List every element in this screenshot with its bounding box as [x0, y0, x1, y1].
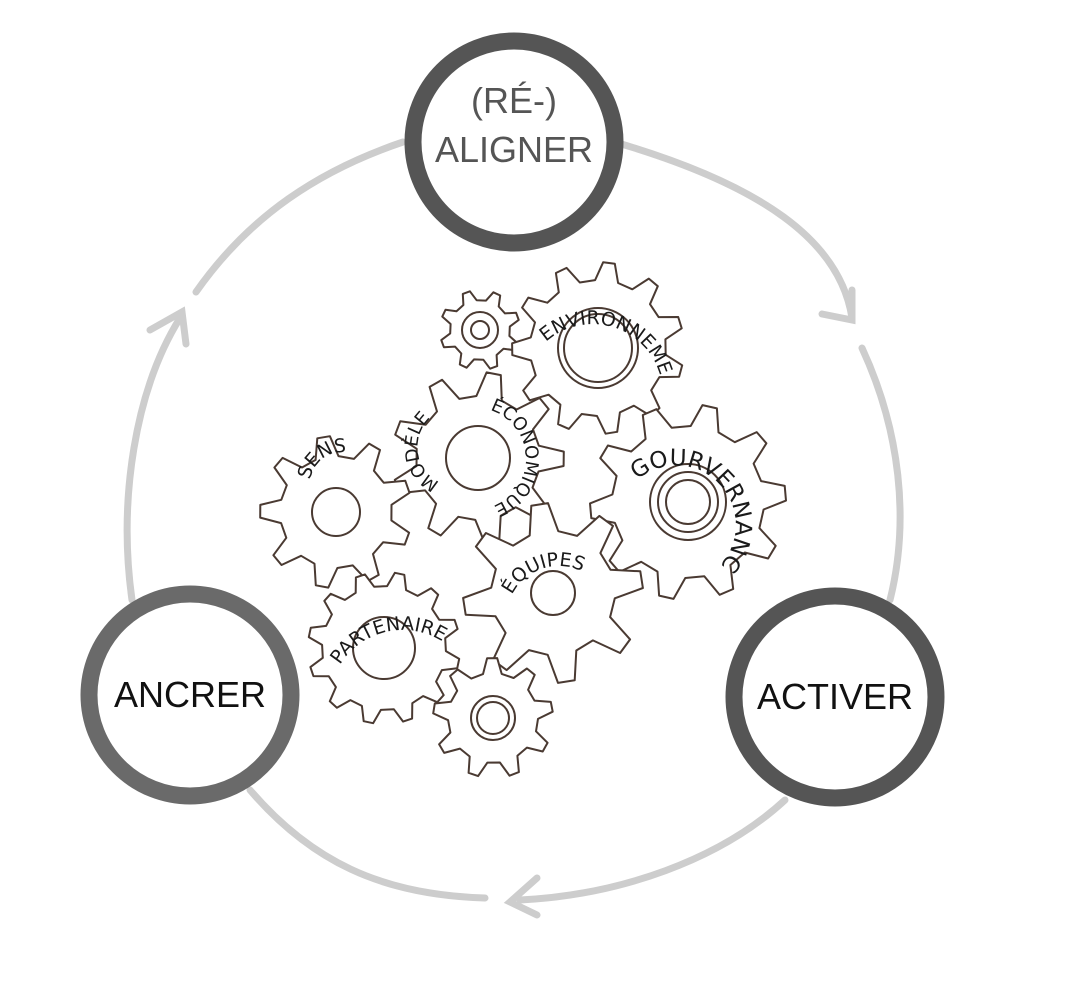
gear-sens — [259, 435, 411, 589]
g-mod-hub-0 — [445, 425, 511, 491]
gear-labels: ENVIRONNEMENT MODÈLE ÉCONOMIQUE SENS GOU… — [0, 0, 756, 668]
aligner-label: ALIGNER — [435, 129, 593, 170]
arc-ancrer-lower — [246, 786, 489, 902]
g-env-hub-1 — [563, 313, 633, 383]
g-smalltop-hub-1 — [470, 320, 490, 340]
label-partenaires: PARTENAIRES — [0, 0, 451, 668]
gear-equipes — [462, 502, 644, 684]
arc-activer-to-ancrer — [516, 796, 789, 904]
arrowhead-left — [146, 306, 190, 348]
g-gouv-hub-2 — [665, 479, 711, 525]
gear-small-top — [440, 290, 520, 370]
ring-ancrer — [80, 585, 300, 805]
node-ancrer: ANCRER — [80, 585, 300, 805]
gears-cluster — [259, 261, 787, 778]
node-activer: ACTIVER — [725, 587, 945, 807]
arc-ancrer-to-aligner — [123, 314, 184, 604]
ring-aligner — [404, 32, 624, 252]
ancrer-label: ANCRER — [114, 674, 266, 715]
g-smallbot-hub-1 — [476, 701, 510, 735]
gear-modele-economique — [393, 371, 565, 545]
arc-activer-upper — [858, 344, 904, 604]
ring-activer — [725, 587, 945, 807]
gear-gouvernance — [589, 404, 787, 600]
cycle-arcs — [123, 138, 904, 919]
g-part-hub-0 — [352, 616, 416, 680]
g-equ-hub-0 — [530, 570, 576, 616]
arc-aligner-left — [192, 138, 407, 296]
arrowhead-bottom — [503, 874, 541, 919]
arc-aligner-to-activer — [614, 139, 856, 322]
activer-label: ACTIVER — [757, 676, 913, 717]
g-sens-hub-0 — [311, 487, 361, 537]
aligner-prefix: (RÉ-) — [471, 80, 557, 121]
gear-partenaires — [307, 571, 461, 725]
arrowhead-right — [818, 286, 856, 325]
node-aligner: (RÉ-) ALIGNER — [404, 32, 624, 252]
gear-environnement — [511, 261, 684, 435]
gear-small-bottom — [432, 657, 554, 778]
